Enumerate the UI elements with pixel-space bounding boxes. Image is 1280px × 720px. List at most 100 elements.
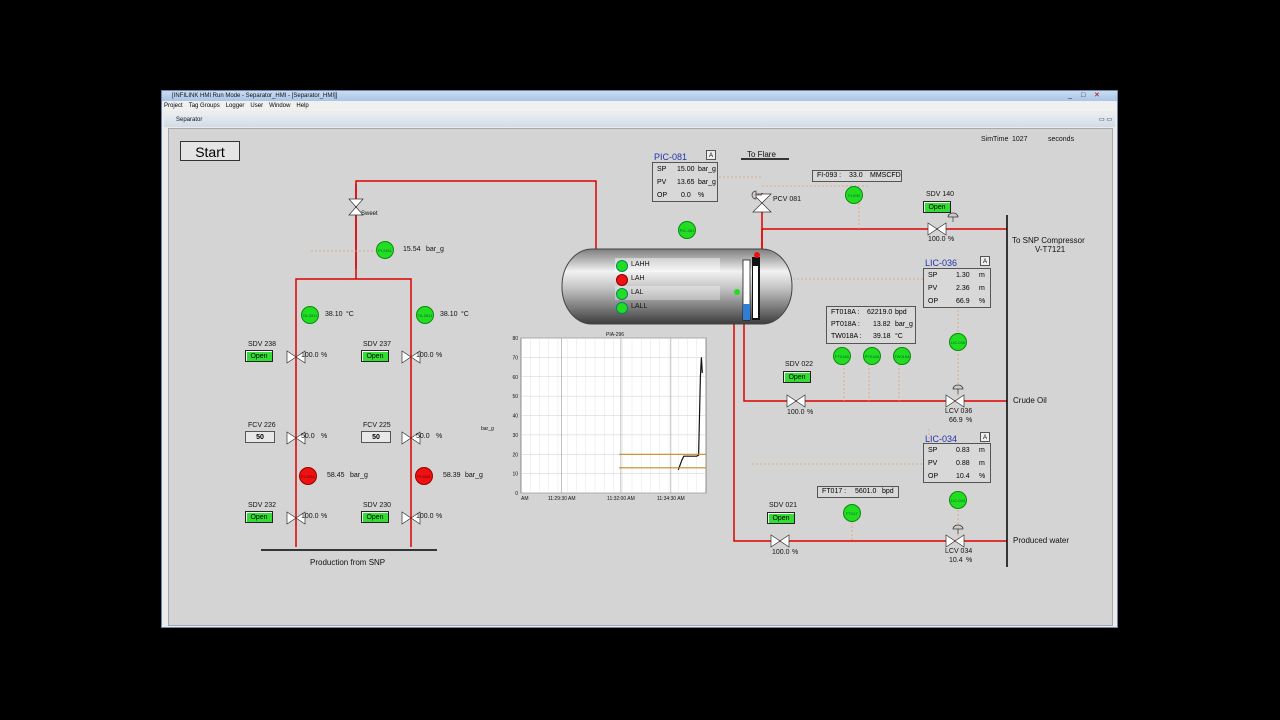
- tw018a-indicator: TW018A: [893, 347, 911, 365]
- menu-window[interactable]: Window: [269, 103, 291, 109]
- fcv226-pct: 50.0: [301, 433, 315, 440]
- trend-ytick-label: 30: [512, 433, 518, 439]
- lall-lamp: [616, 302, 628, 314]
- pic081-pv-value: 13.65: [677, 179, 695, 186]
- fi093-value: 33.0: [849, 172, 863, 179]
- hmi-window: [INFILINK HMI Run Mode - Separator_HMI -…: [161, 90, 1118, 628]
- sdv232-unit: %: [321, 513, 328, 520]
- sdv237-pct: 100.0: [416, 352, 434, 359]
- menu-project[interactable]: Project: [164, 103, 183, 109]
- menu-bar: Project Tag Groups Logger User Window Help: [162, 101, 1117, 111]
- fi093-unit: MMSCFD: [870, 172, 901, 179]
- tw018a-unit: °C: [895, 333, 903, 340]
- pic081-op-value: 0.0: [681, 192, 691, 199]
- pic081-auto-button[interactable]: A: [706, 150, 716, 160]
- lcv036-pct: 66.9: [949, 417, 963, 424]
- window-title: [INFILINK HMI Run Mode - Separator_HMI -…: [172, 93, 338, 99]
- pi-right-unit: bar_g: [465, 472, 483, 479]
- gas-line-to-vessel: [355, 180, 597, 269]
- sdv021-open-button[interactable]: Open: [767, 512, 795, 524]
- production-label: Production from SNP: [310, 558, 386, 567]
- trend-series-line: [677, 357, 703, 471]
- trend-ytick-label: 60: [512, 375, 518, 381]
- menu-logger[interactable]: Logger: [225, 103, 245, 109]
- sdv140-unit: %: [948, 236, 955, 243]
- trend-ytick-label: 80: [512, 336, 518, 342]
- sdv022-label: SDV 022: [785, 361, 814, 368]
- crude-oil-label: Crude Oil: [1013, 396, 1047, 405]
- pic081-panel: SP 15.00 bar_g PV 13.65 bar_g OP 0.0 %: [652, 162, 718, 202]
- sdv238-pct: 100.0: [301, 352, 319, 359]
- trend-ytick-label: 40: [512, 414, 518, 420]
- pic081-pv-unit: bar_g: [698, 179, 716, 186]
- close-button[interactable]: ✕: [1094, 92, 1100, 99]
- sdv022-pct: 100.0: [787, 409, 805, 416]
- ti-left-indicator: TA-2811: [301, 306, 319, 324]
- pic081-title[interactable]: PIC-081: [654, 152, 688, 162]
- fcv225-setpoint-box[interactable]: 50: [361, 431, 391, 443]
- pic081-sp-value: 15.00: [677, 166, 695, 173]
- sweet-valve-label: Sweet: [361, 211, 378, 217]
- lah-lamp: [616, 274, 628, 286]
- simtime-value: 1027: [1012, 136, 1028, 143]
- pic081-op-key: OP: [657, 192, 668, 199]
- lic034-pv-key: PV: [928, 460, 938, 467]
- sdv021-label: SDV 021: [769, 502, 798, 509]
- lic034-title[interactable]: LIC-034: [925, 434, 958, 444]
- lah-label: LAH: [631, 275, 645, 282]
- trend-ytick-label: 10: [512, 472, 518, 478]
- sdv022-open-button[interactable]: Open: [783, 371, 811, 383]
- child-window-controls[interactable]: ▭ ▭: [1099, 117, 1113, 123]
- sdv230-unit: %: [436, 513, 443, 520]
- ti-right-unit: °C: [461, 311, 469, 318]
- sdv237-open-button[interactable]: Open: [361, 350, 389, 362]
- minimize-button[interactable]: _: [1068, 92, 1072, 99]
- lic036-title[interactable]: LIC-036: [925, 258, 958, 268]
- sdv238-unit: %: [321, 352, 328, 359]
- lcv034-pct: 10.4: [949, 557, 963, 564]
- sdv238-open-button[interactable]: Open: [245, 350, 273, 362]
- lic036-panel: SP 1.30 m PV 2.36 m OP 66.9 %: [923, 268, 991, 308]
- sdv022-unit: %: [807, 409, 814, 416]
- lic034-panel: SP 0.83 m PV 0.88 m OP 10.4 %: [923, 443, 991, 483]
- lall-label: LALL: [631, 303, 648, 310]
- trend-ytick-label: 0: [515, 491, 518, 497]
- pi-left-alarm-indicator: PI-2811: [299, 467, 317, 485]
- pic081-sp-key: SP: [657, 166, 667, 173]
- fcv226-unit: %: [321, 433, 328, 440]
- sdv140-open-button[interactable]: Open: [923, 201, 951, 213]
- sdv230-open-button[interactable]: Open: [361, 511, 389, 523]
- start-button[interactable]: Start: [180, 141, 240, 161]
- pic081-pv-key: PV: [657, 179, 667, 186]
- fcv225-pct: 50.0: [416, 433, 430, 440]
- lahh-lamp: [616, 260, 628, 272]
- fcv225-label: FCV 225: [363, 422, 391, 429]
- sdv232-open-button[interactable]: Open: [245, 511, 273, 523]
- lic036-sp-value: 1.30: [956, 272, 970, 279]
- trend-ytick-label: 20: [512, 452, 518, 458]
- lic034-pv-value: 0.88: [956, 460, 970, 467]
- lic034-sp-unit: m: [979, 447, 985, 454]
- fcv225-unit: %: [436, 433, 443, 440]
- pi-left-value: 58.45: [327, 472, 345, 479]
- ft018a-indicator: FT018A: [833, 347, 851, 365]
- maximize-button[interactable]: □: [1081, 92, 1086, 99]
- pi-indicator: PI-2811: [376, 241, 394, 259]
- sdv021-pct: 100.0: [772, 549, 790, 556]
- lic036-auto-button[interactable]: A: [980, 256, 990, 266]
- simtime-unit: seconds: [1048, 136, 1075, 143]
- pt018a-indicator: PT018A: [863, 347, 881, 365]
- menu-help[interactable]: Help: [296, 103, 309, 109]
- menu-user[interactable]: User: [250, 103, 264, 109]
- lic034-auto-button[interactable]: A: [980, 432, 990, 442]
- sdv232-pct: 100.0: [301, 513, 319, 520]
- pi-unit: bar_g: [426, 246, 444, 253]
- pi-right-alarm-indicator: PI-2811: [415, 467, 433, 485]
- lic036-sp-key: SP: [928, 272, 938, 279]
- fcv226-setpoint-box[interactable]: 50: [245, 431, 275, 443]
- ft018a-unit: bpd: [895, 309, 907, 316]
- menu-tag-groups[interactable]: Tag Groups: [188, 103, 220, 109]
- fi093-tag: FI-093 :: [817, 172, 842, 179]
- simtime-label: SimTime: [981, 136, 1009, 143]
